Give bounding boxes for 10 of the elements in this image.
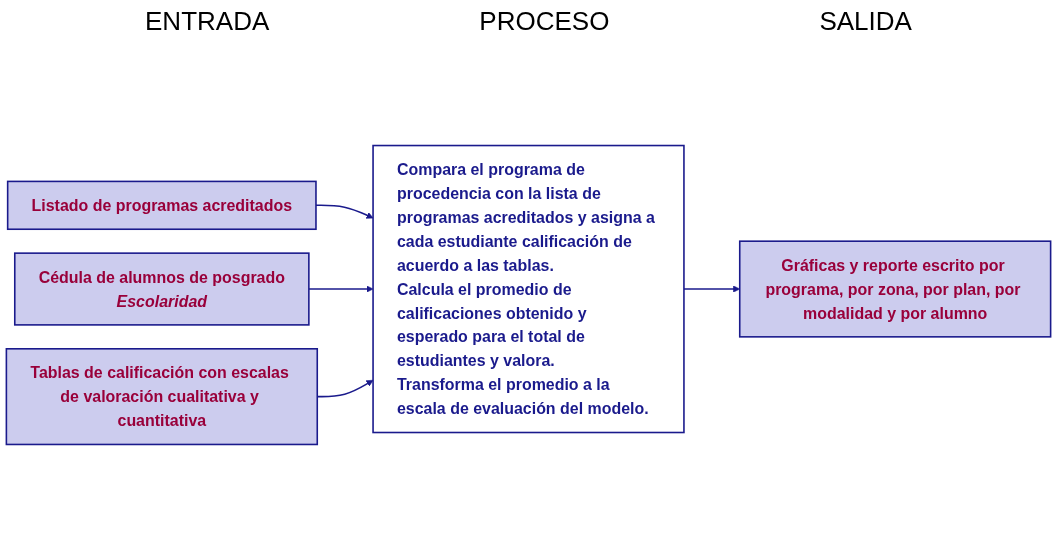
node-box: Cédula de alumnos de posgrado Escolaridad	[13, 252, 310, 326]
node-box: Tablas de calificación con escalas de valoración cualitativa y cuantitativa	[5, 348, 319, 446]
column-heading: PROCESO	[479, 6, 610, 38]
node-box: Compara el programa de procedencia con la lista de programas acreditados y asigna a cada estudiante calificación de acuerdo a las tablas. Calcula el promedio de calificaciones obtenido y esperado para el total de estudiantes y valora. Transforma el promedio a la escala de evaluación del modelo.	[372, 144, 685, 434]
column-heading: SALIDA	[819, 6, 912, 38]
arrow	[315, 204, 374, 219]
node-box: Gráficas y reporte escrito por programa, por zona, por plan, por modalidad y por alumno	[738, 240, 1052, 338]
column-heading: ENTRADA	[145, 6, 270, 38]
arrow	[308, 285, 374, 293]
node-box: Listado de programas acreditados	[6, 180, 317, 231]
